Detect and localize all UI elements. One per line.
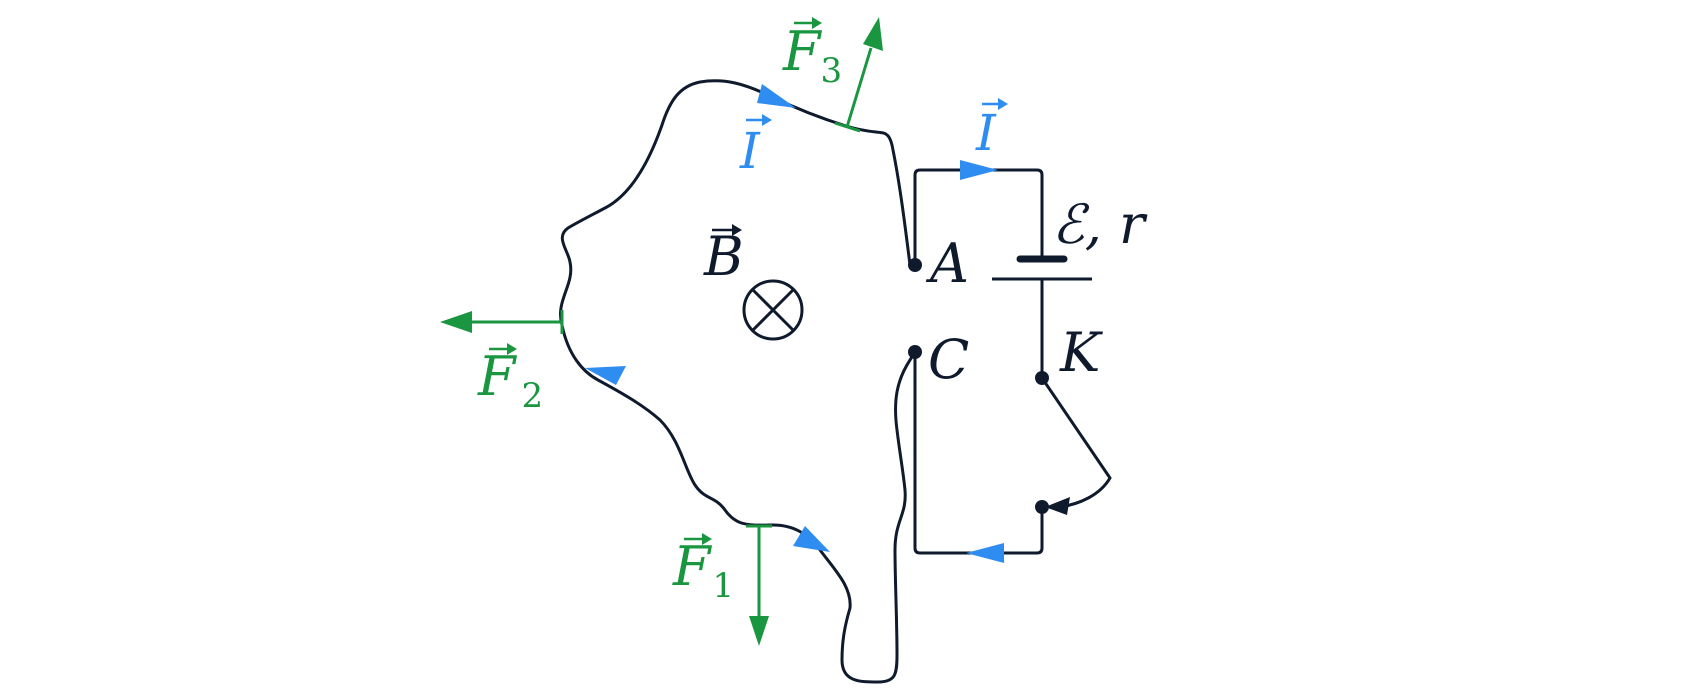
- field-label: B: [703, 224, 744, 288]
- emf-label: ℰ, r: [1052, 193, 1148, 256]
- force-f3-label-text: F3: [782, 20, 842, 91]
- force-f2-arrowhead: [440, 311, 472, 333]
- current-label-loop: I: [739, 114, 772, 180]
- force-f1-label-text: F1: [672, 535, 734, 606]
- current-arrow-loop-top: [757, 84, 796, 108]
- node-k-dot: [1035, 371, 1049, 385]
- force-f1-arrowhead: [749, 616, 769, 646]
- field-label-text: B: [703, 225, 744, 288]
- node-c-dot: [908, 345, 922, 359]
- force-f3-label: F3: [782, 17, 842, 91]
- current-arrow-top: [960, 160, 998, 180]
- current-label-loop-text: I: [739, 122, 761, 180]
- node-c-label: C: [928, 328, 969, 391]
- current-arrow-loop-left: [585, 366, 626, 385]
- node-k-label: K: [1059, 321, 1103, 384]
- current-label-top: I: [975, 98, 1008, 162]
- current-arrow-loop-bottom: [793, 526, 830, 552]
- force-f3-arrowhead: [863, 17, 883, 51]
- switch-lever: [1040, 376, 1112, 509]
- current-label-top-text: I: [975, 104, 997, 162]
- node-a-dot: [908, 258, 922, 272]
- into-page-cross-circle-icon: [742, 279, 804, 341]
- force-f1-label: F1: [672, 533, 734, 606]
- switch-arrowhead: [1045, 497, 1070, 515]
- current-arrow-bottom: [966, 543, 1004, 563]
- switch-contact-dot: [1035, 500, 1049, 514]
- node-a-label: A: [925, 232, 969, 295]
- force-f3-arrow-line: [845, 47, 873, 128]
